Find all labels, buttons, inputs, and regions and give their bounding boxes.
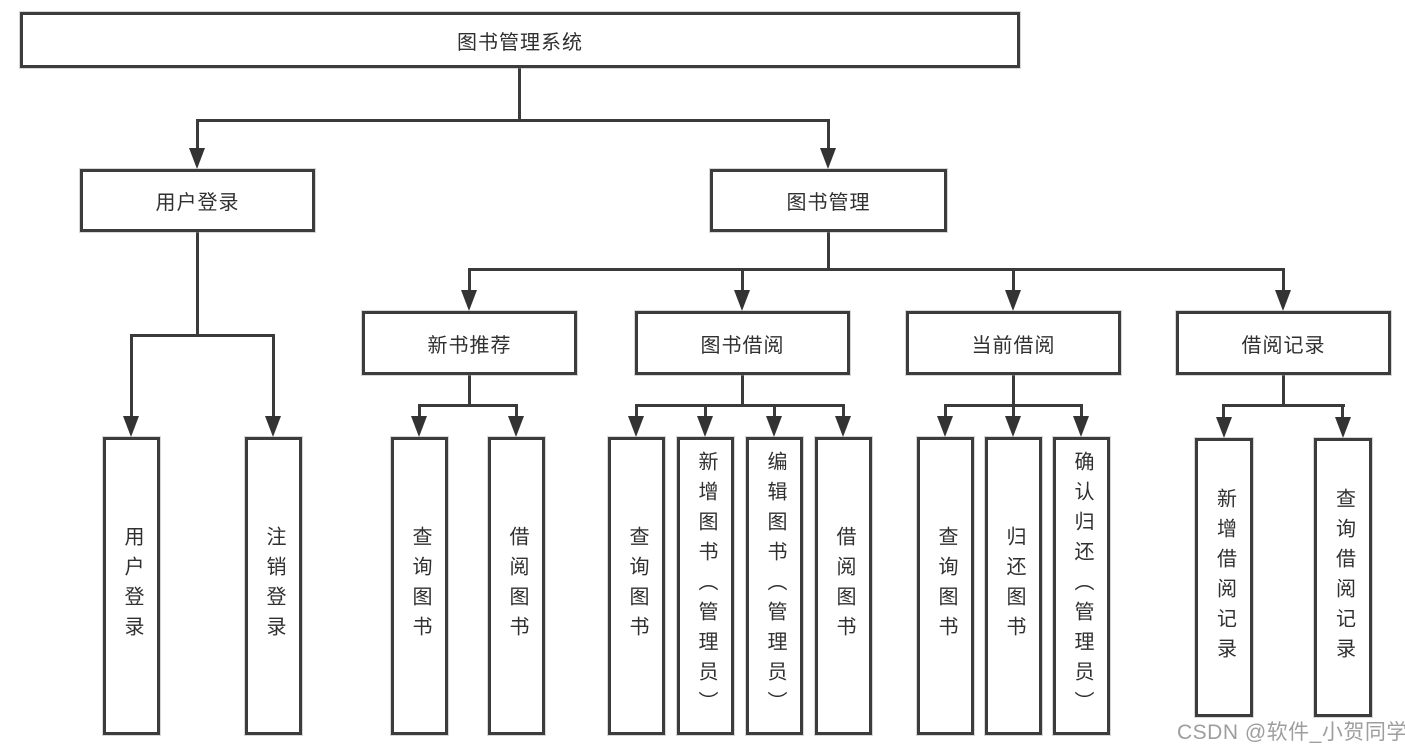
node-current-borrowing: 当前借阅 [906, 311, 1121, 375]
leaf-confirm-return-admin: 确认归还（管理员） [1053, 437, 1110, 735]
connector-line [842, 404, 845, 419]
connector-line [944, 404, 947, 419]
arrow-down-icon [1216, 417, 1232, 438]
leaf-query-borrow-record: 查询借阅记录 [1314, 438, 1372, 717]
arrow-down-icon [1005, 416, 1021, 437]
connector-line [515, 404, 518, 419]
node-label: 查询图书 [626, 526, 648, 646]
connector-line [1012, 404, 1015, 419]
connector-line [741, 375, 744, 407]
node-label: 图书管理 [786, 192, 871, 214]
connector-line [704, 404, 707, 419]
node-label: 查询图书 [409, 526, 431, 646]
leaf-logout: 注销登录 [245, 437, 302, 735]
arrow-down-icon [697, 416, 713, 437]
arrow-down-icon [820, 148, 836, 169]
arrow-down-icon [734, 290, 750, 311]
leaf-return-books: 归还图书 [985, 437, 1042, 735]
leaf-query-books-recommend: 查询图书 [391, 437, 448, 735]
connector-line [1012, 268, 1015, 294]
arrow-down-icon [123, 416, 139, 437]
arrow-down-icon [628, 416, 644, 437]
connector-line [418, 404, 518, 407]
node-label: 确认归还（管理员） [1071, 451, 1093, 721]
node-label: 图书借阅 [700, 334, 785, 357]
node-label: 查询图书 [935, 526, 957, 646]
connector-line [827, 232, 830, 271]
connector-line [468, 268, 1285, 271]
node-borrow-records: 借阅记录 [1176, 311, 1391, 375]
node-label: 新增图书（管理员） [695, 451, 717, 721]
connector-line [468, 375, 471, 407]
connector-line [418, 404, 421, 419]
csdn-watermark: CSDN @软件_小贺同学 [1177, 721, 1405, 744]
connector-line [1222, 404, 1345, 407]
connector-line [635, 404, 638, 419]
node-label: 查询借阅记录 [1332, 487, 1355, 668]
arrow-down-icon [835, 416, 851, 437]
connector-line [1282, 375, 1285, 407]
node-label: 用户登录 [121, 526, 143, 646]
leaf-query-books-current: 查询图书 [917, 437, 974, 735]
arrow-down-icon [508, 416, 524, 437]
connector-line [1341, 404, 1344, 420]
node-root-system: 图书管理系统 [20, 12, 1020, 68]
connector-line [1012, 375, 1015, 407]
arrow-down-icon [1073, 416, 1089, 437]
connector-line [130, 334, 133, 418]
connector-line [518, 68, 521, 122]
node-label: 注销登录 [263, 526, 285, 646]
leaf-add-borrow-record: 新增借阅记录 [1195, 438, 1253, 717]
connector-line [1080, 404, 1083, 419]
connector-line [130, 334, 275, 337]
node-book-management: 图书管理 [710, 169, 947, 232]
connector-line [741, 268, 744, 294]
node-label: 借阅图书 [506, 526, 528, 646]
leaf-add-books-admin: 新增图书（管理员） [677, 437, 734, 735]
leaf-edit-books-admin: 编辑图书（管理员） [746, 437, 803, 735]
leaf-query-books-borrowing: 查询图书 [608, 437, 665, 735]
node-label: 归还图书 [1003, 526, 1025, 646]
connector-line [196, 232, 199, 337]
node-label: 用户登录 [155, 192, 240, 214]
connector-line [1222, 404, 1225, 420]
connector-line [635, 404, 845, 407]
arrow-down-icon [265, 416, 281, 437]
arrow-down-icon [1275, 290, 1291, 311]
node-label: 图书管理系统 [457, 31, 583, 54]
arrow-down-icon [461, 290, 477, 311]
connector-line [1282, 268, 1285, 294]
node-user-login: 用户登录 [80, 169, 315, 232]
node-label: 借阅图书 [833, 526, 855, 646]
node-label: 编辑图书（管理员） [764, 451, 786, 721]
node-book-borrowing: 图书借阅 [635, 311, 850, 375]
connector-line [272, 334, 275, 418]
node-label: 新增借阅记录 [1213, 487, 1236, 668]
arrow-down-icon [411, 416, 427, 437]
arrow-down-icon [937, 416, 953, 437]
connector-line [468, 268, 471, 294]
leaf-user-login: 用户登录 [103, 437, 160, 735]
node-label: 借阅记录 [1241, 334, 1326, 357]
node-label: 当前借阅 [971, 334, 1056, 357]
node-new-book-recommend: 新书推荐 [362, 311, 577, 375]
connector-line [773, 404, 776, 419]
node-label: 新书推荐 [427, 334, 512, 357]
connector-line [196, 119, 830, 122]
arrow-down-icon [1005, 290, 1021, 311]
leaf-borrow-books-recommend: 借阅图书 [488, 437, 545, 735]
connector-line [827, 119, 830, 152]
arrow-down-icon [189, 148, 205, 169]
connector-line [196, 119, 199, 152]
arrow-down-icon [1335, 417, 1351, 438]
leaf-borrow-books: 借阅图书 [815, 437, 872, 735]
arrow-down-icon [766, 416, 782, 437]
